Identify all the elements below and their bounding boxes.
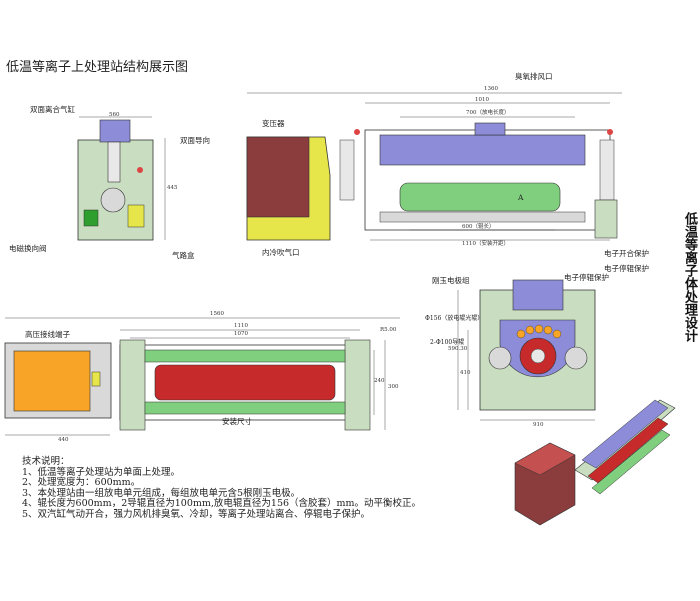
note-item: 4、辊长度为600mm，2导辊直径为100mm,放电辊直径为156（含胶套）mm… [22,498,422,509]
label-guide: 双面导向 [180,136,210,145]
electrode-2 [525,325,535,335]
label-stop-section: 电子停辊保护 [564,273,609,282]
label-guide-roll: 2-Φ100导辊 [430,339,465,346]
iso-roller [587,417,669,484]
dim-top-h2: 300 [388,384,399,390]
front-roller [100,187,126,213]
note-item: 1、低温等离子处理站为单面上处理。 [22,466,181,478]
front-cylinder [107,141,121,183]
label-section-roller: Φ156（放电辊光辊） [425,315,484,322]
note-item: 3、本处理站由一组放电单元组成，每组放电单元含5根刚玉电极。 [22,487,301,499]
front-view [77,116,166,241]
label-electrode: 刚玉电极组 [432,276,470,285]
label-valve: 电磁换向阀 [9,244,47,253]
isometric-view [514,399,676,526]
dim-side-install: 1110（安装开距） [462,241,509,247]
dim-top-d1: 1110 [234,323,248,329]
side-bearing-block [594,199,618,239]
electrode-1 [516,329,526,339]
label-clutch: 电子开合保护 [604,249,649,258]
top-guide-roller-2 [144,401,346,415]
electrode-housing [379,134,586,166]
front-cylinder-top [99,119,131,143]
dim-side-roller: 600（辊长） [462,224,495,230]
side-indicator-left [354,129,360,135]
page-title: 低温等离子上处理站结构展示图 [6,60,189,75]
label-transformer: 变压器 [262,119,285,128]
side-indicator-right [607,129,613,135]
dim-section-h2: 410 [460,370,471,376]
dim-top-d2: 1070 [234,331,248,337]
label-exhaust: 臭氧排风口 [515,72,553,81]
iso-guide [591,429,671,495]
iso-hood [581,399,669,469]
label-cylinder: 双面离合气缸 [30,105,75,114]
dim-top-total: 1560 [210,311,224,317]
label-cool-inlet: 内冷吹气口 [262,248,300,257]
top-discharge-roller [154,364,336,401]
section-fan [512,279,564,311]
top-view [4,317,400,436]
label-hv-terminal: 高压接线端子 [25,330,70,339]
section-view [457,279,596,421]
front-indicator [137,167,143,173]
side-discharge-roller [399,182,561,212]
dim-section-h1: 590.30 [448,346,468,352]
label-airbox: 气路盒 [172,251,195,260]
air-box [127,204,145,228]
dim-top-r: R5.00 [380,327,397,333]
top-frame-right [344,339,371,431]
note-item: 5、双汽缸气动开合，强力风机排臭氧、冷却，等离子处理站离合、停辊电子保护。 [22,508,371,520]
electrode-5 [552,329,562,339]
dim-front-height: 445 [167,185,178,191]
exhaust-port [474,122,506,136]
side-title: 低温等离子体处理设计 [682,212,697,342]
dim-top-h1: 240 [374,378,385,384]
dim-side-total: 1360 [484,86,498,92]
note-item: 2、处理宽度为：600mm。 [22,477,141,488]
hv-terminal [91,371,101,387]
side-view [246,92,622,241]
top-transformer [13,350,91,412]
top-guide-roller-1 [144,349,346,363]
section-guide-roller-left [488,346,512,370]
section-guide-roller-right [564,346,588,370]
solenoid-valve [83,209,99,227]
side-guide-roller [379,211,586,223]
side-cylinder-right [599,139,615,201]
mark-a: A [518,193,524,202]
electrode-4 [543,325,553,335]
top-frame-left [119,339,146,431]
dim-front-width: 560 [109,112,120,118]
electrode-3 [534,324,544,334]
notes-heading: 技术说明： [22,456,70,467]
dim-section-width: 910 [533,422,544,428]
side-cylinder-left [339,139,355,201]
dim-side-inner: 1010 [475,97,489,103]
transformer-body [246,136,310,218]
label-stop-side: 电子停辊保护 [604,264,649,273]
label-install: 安装尺寸 [222,417,252,426]
dim-side-electrode: 700（放电长度） [466,110,510,116]
technical-notes: 技术说明： 1、低温等离子处理站为单面上处理。 2、处理宽度为：600mm。 3… [22,456,422,520]
dim-top-base: 440 [58,437,69,443]
